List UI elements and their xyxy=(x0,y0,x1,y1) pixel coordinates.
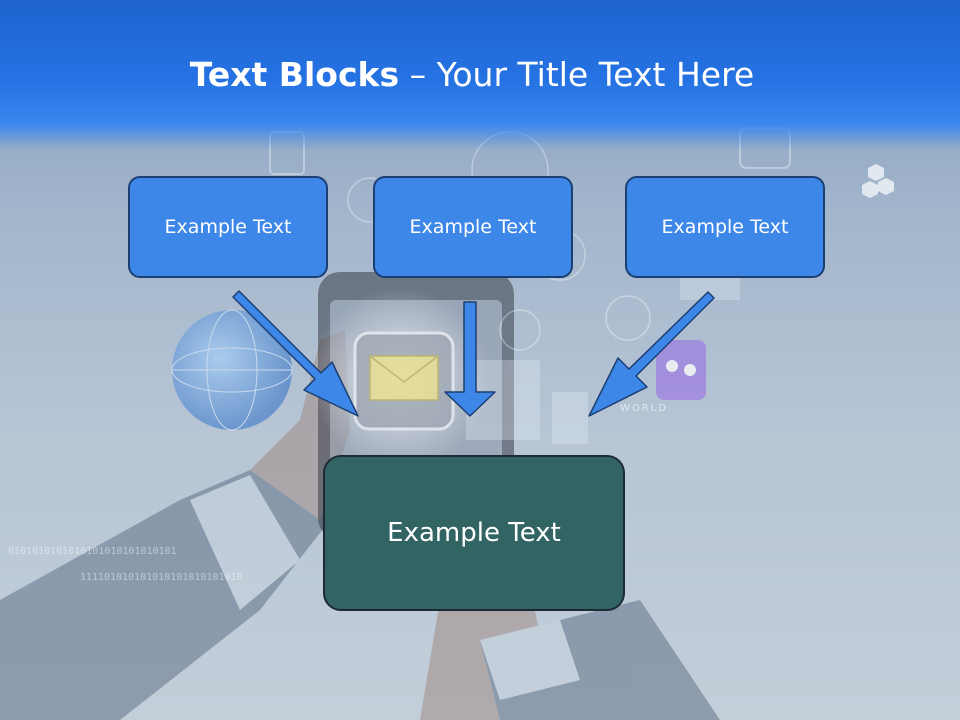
text-block-3-label: Example Text xyxy=(661,216,789,238)
hexagon-icon xyxy=(862,164,894,198)
title-rest: Your Title Text Here xyxy=(436,55,755,94)
hand-silhouette xyxy=(0,330,720,720)
svg-text:111101010101010101010101010: 111101010101010101010101010 xyxy=(80,572,243,583)
mail-icon xyxy=(353,331,455,431)
svg-text:0101010101010101010101010101: 0101010101010101010101010101 xyxy=(8,546,177,557)
text-block-3[interactable]: Example Text xyxy=(625,176,825,278)
users-app-icon xyxy=(656,340,706,400)
text-block-2[interactable]: Example Text xyxy=(373,176,573,278)
header-band xyxy=(0,0,960,150)
text-block-1-label: Example Text xyxy=(164,216,292,238)
slide-title[interactable]: Text Blocks – Your Title Text Here xyxy=(0,50,944,100)
result-block[interactable]: Example Text xyxy=(323,455,625,611)
world-label: WORLD xyxy=(620,403,668,414)
title-dash: – xyxy=(399,55,437,94)
binary-text: 0101010101010101010101010101 11110101010… xyxy=(8,546,243,583)
title-bold: Text Blocks xyxy=(189,55,400,94)
text-block-2-label: Example Text xyxy=(409,216,537,238)
globe-icon xyxy=(171,309,293,431)
text-block-1[interactable]: Example Text xyxy=(128,176,328,278)
result-block-label: Example Text xyxy=(387,518,561,548)
